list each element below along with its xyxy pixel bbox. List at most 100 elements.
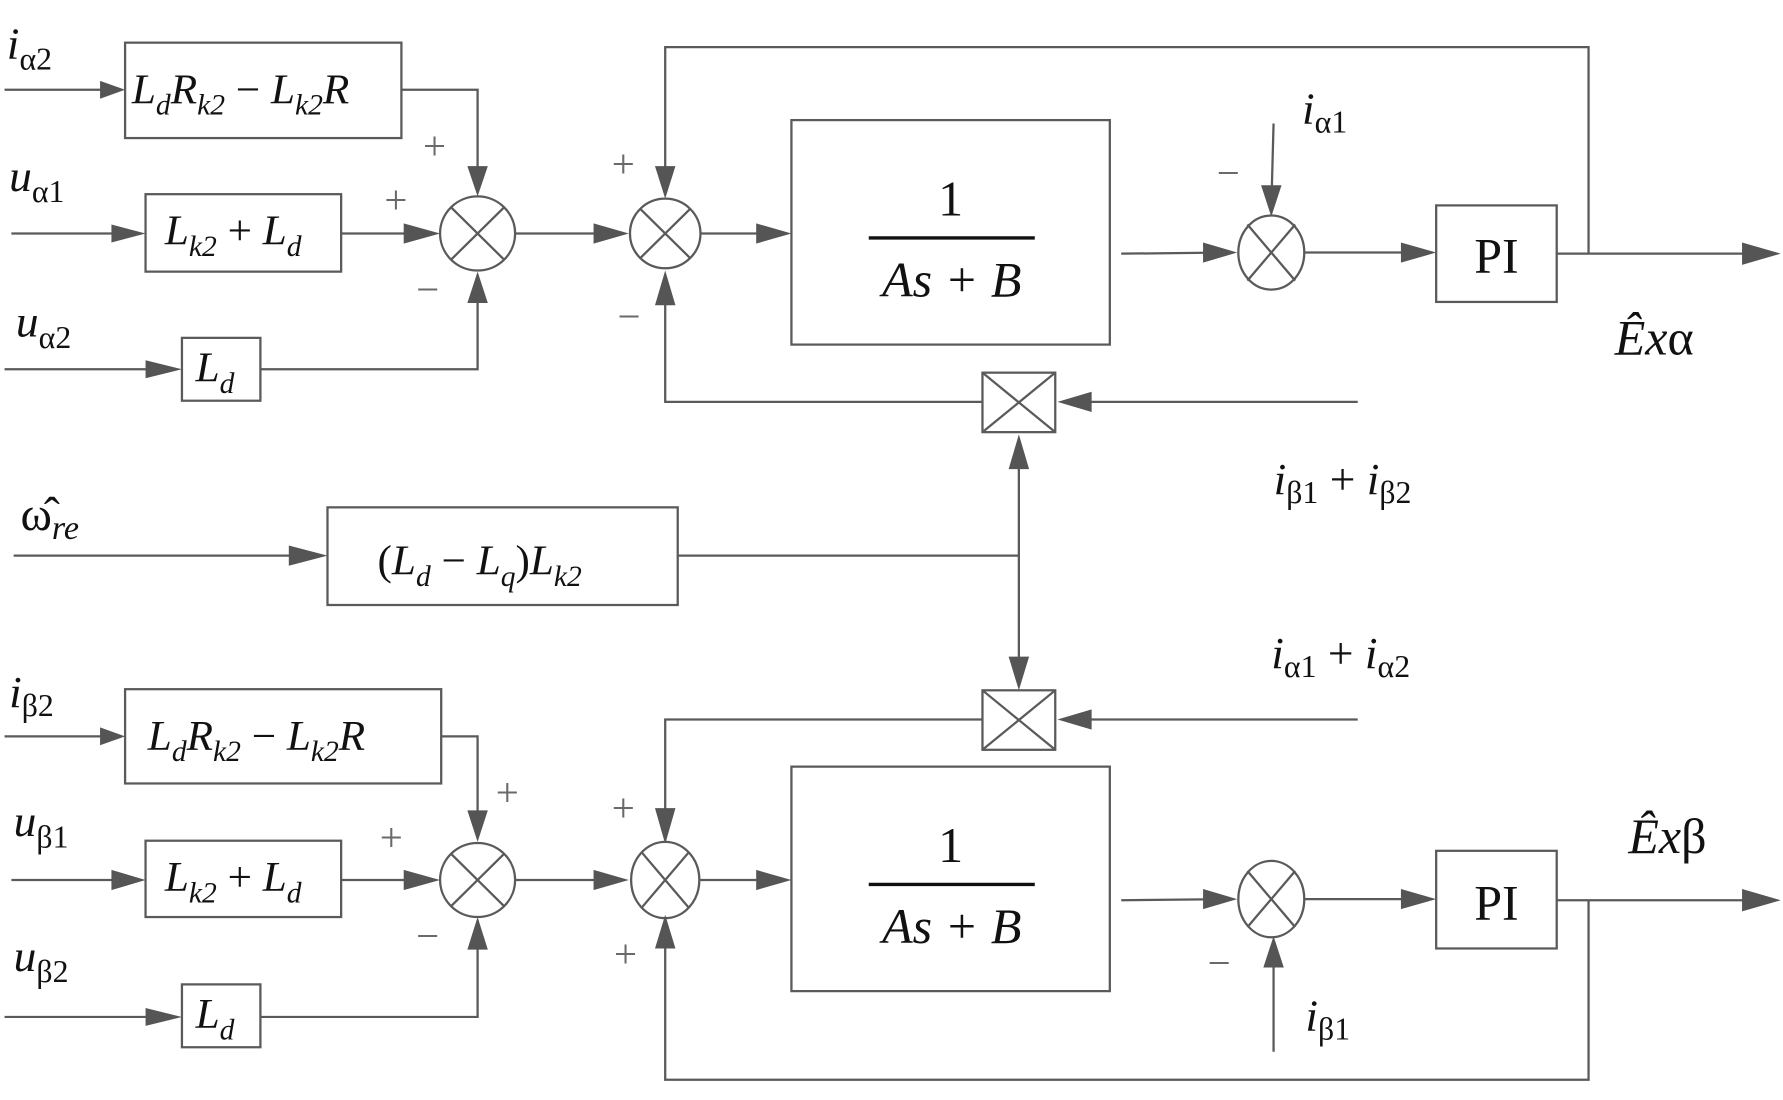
gain-block-label: Lk2 + Ld <box>164 854 302 909</box>
input-label-i-beta2: iβ2 <box>9 667 54 723</box>
feedback-label-i-alpha1: iα1 <box>1302 84 1347 140</box>
sign-minus: − <box>617 294 640 339</box>
arrow-head <box>467 810 488 842</box>
gain-block-ld-rk2-minus-lk2-r-beta <box>123 688 443 785</box>
gain-block-label: LdRk2 − Lk2R <box>147 713 365 768</box>
arrow-head <box>145 1007 182 1026</box>
input-label-omega-re: ω̂re <box>20 489 79 547</box>
arrow-head <box>111 869 146 891</box>
transfer-function-block-alpha <box>790 118 1111 346</box>
summing-junction-2-beta <box>629 840 701 920</box>
arrow-head <box>1203 888 1238 910</box>
arrow-head <box>1400 242 1437 263</box>
arrow-head <box>593 869 629 891</box>
arrow-head <box>1008 434 1030 470</box>
arrow-head <box>1057 391 1092 412</box>
multiplier-block-beta <box>981 689 1057 751</box>
arrow-head <box>1261 185 1282 217</box>
pi-controller-block-alpha <box>1435 204 1558 304</box>
wire-gain-u2-to-sum <box>260 275 479 371</box>
sign-plus: + <box>423 124 446 169</box>
arrow-head <box>111 224 146 243</box>
input-label-u-beta1: uβ1 <box>14 796 69 854</box>
alpha-channel: iα2 LdRk2 − Lk2R + uα1 Lk2 + Ld + uα2 Ld… <box>4 19 1781 510</box>
arrow-head <box>467 271 488 304</box>
output-label-ex-beta: Êxβ <box>1627 809 1706 864</box>
arrow-head <box>100 80 126 99</box>
summing-junction-3-beta <box>1237 859 1306 939</box>
arrow-head <box>756 223 792 244</box>
sign-minus: − <box>1217 151 1240 196</box>
summing-junction-1-alpha <box>438 195 517 272</box>
pi-controller-block-beta <box>1435 849 1558 950</box>
sign-plus: + <box>612 786 635 831</box>
arrow-head <box>1742 242 1781 265</box>
arrow-head <box>288 545 328 566</box>
output-label-ex-alpha: Êxα <box>1614 311 1694 366</box>
gain-block-ld-minus-lq-lk2 <box>326 506 679 607</box>
arrow-head <box>756 869 792 891</box>
sign-plus: + <box>496 770 519 815</box>
arrow-head <box>593 223 629 244</box>
arrow-head <box>145 360 182 379</box>
sign-plus: + <box>384 177 407 222</box>
arrow-head <box>100 727 126 746</box>
sign-plus: + <box>612 142 635 187</box>
wire-gain-u2-to-sum-beta <box>260 920 479 1019</box>
arrow-head <box>1203 242 1238 263</box>
cross-input-label-i-beta1-plus-i-beta2: iβ1 + iβ2 <box>1274 454 1412 510</box>
transfer-function-numerator: 1 <box>938 818 963 873</box>
wire-gain-i-to-sum-beta <box>441 735 479 837</box>
arrow-head <box>467 917 488 950</box>
transfer-function-numerator: 1 <box>938 172 963 227</box>
gain-block-label: (Ld − Lq)Lk2 <box>378 538 583 593</box>
beta-channel: iα1 + iα2 iβ2 LdRk2 − Lk2R + uβ1 Lk2 + L… <box>4 628 1781 1081</box>
sign-plus: + <box>380 815 403 860</box>
input-label-u-alpha1: uα1 <box>9 151 64 209</box>
gain-block-ld-alpha <box>180 336 262 402</box>
arrow-head <box>403 869 441 891</box>
speed-branch: ω̂re (Ld − Lq)Lk2 <box>13 434 1030 691</box>
sign-minus: − <box>416 914 439 959</box>
sign-minus: − <box>1208 941 1231 986</box>
gain-block-label: Ld <box>195 991 235 1046</box>
summing-junction-2-alpha <box>628 197 702 270</box>
multiplier-block-alpha <box>981 371 1057 434</box>
wire-multiplier-to-sum2-alpha <box>664 278 983 403</box>
arrow-head <box>1057 709 1092 730</box>
arrow-head <box>1400 888 1437 910</box>
arrow-head <box>654 914 676 949</box>
cross-input-label-i-alpha1-plus-i-alpha2: iα1 + iα2 <box>1271 628 1410 684</box>
gain-block-label: LdRk2 − Lk2R <box>131 67 349 122</box>
arrow-head <box>654 166 676 199</box>
arrow-head <box>403 223 441 244</box>
input-label-u-alpha2: uα2 <box>16 297 71 355</box>
pi-label: PI <box>1474 876 1518 931</box>
input-label-u-beta2: uβ2 <box>14 931 69 989</box>
gain-block-lk2-plus-ld-beta <box>144 839 343 919</box>
arrow-head <box>1008 656 1030 691</box>
arrow-head <box>654 270 676 306</box>
wire-gain-i-to-sum <box>401 88 479 191</box>
summing-junction-1-beta <box>438 841 517 919</box>
transfer-function-block-beta <box>790 765 1111 993</box>
input-label-i-alpha2: iα2 <box>7 19 52 77</box>
arrow-head <box>467 166 488 197</box>
wire-outer-feedback-beta <box>664 900 1590 1081</box>
pi-label: PI <box>1474 229 1518 284</box>
transfer-function-denominator: As + B <box>879 899 1021 954</box>
gain-block-label: Ld <box>195 345 235 400</box>
summing-junction-3-alpha <box>1237 214 1306 291</box>
arrow-head <box>654 808 676 845</box>
arrow-head <box>1742 888 1781 912</box>
transfer-function-denominator: As + B <box>879 253 1021 308</box>
arrow-head <box>1263 936 1284 968</box>
sign-plus: + <box>614 932 637 977</box>
gain-block-ld-beta <box>180 983 262 1049</box>
gain-block-label: Lk2 + Ld <box>164 208 302 263</box>
feedback-label-i-beta1: iβ1 <box>1305 991 1350 1047</box>
wire-outer-feedback-alpha <box>664 46 1590 254</box>
wire-multiplier-to-sum2-beta <box>664 718 983 837</box>
